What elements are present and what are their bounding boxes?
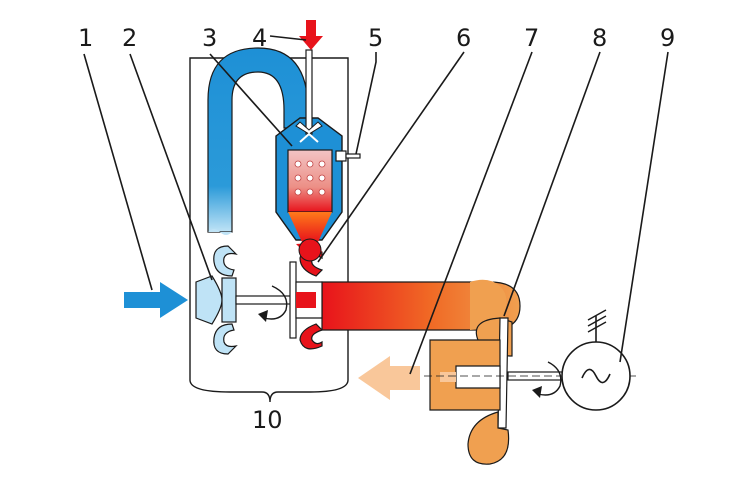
fuel-arrow-icon [299, 20, 323, 50]
compressor [195, 245, 238, 355]
label-9: 9 [660, 24, 675, 52]
spark-plug [335, 150, 361, 162]
sine-wave-icon [581, 368, 611, 384]
label-1: 1 [78, 24, 93, 52]
label-10: 10 [252, 406, 283, 434]
label-8: 8 [592, 24, 607, 52]
air-intake-arrow-icon [124, 282, 188, 318]
hp-turbine [289, 243, 324, 350]
turbine-inlet-scroll [298, 238, 322, 262]
leader-lines [83, 35, 669, 375]
exhaust-scroll [470, 279, 507, 330]
label-3: 3 [202, 24, 217, 52]
combustor-cone [288, 212, 332, 242]
air-wave-edge [208, 229, 232, 235]
generator [561, 309, 631, 411]
output-rotation-arrow-head [532, 386, 542, 398]
combustor-holes [294, 160, 326, 196]
label-2: 2 [122, 24, 137, 52]
compressor-rotation-icon [263, 285, 288, 320]
output-rotation-icon [537, 361, 562, 396]
fuel-injector [295, 49, 323, 143]
label-6: 6 [456, 24, 471, 52]
power-turbine [429, 317, 513, 465]
enclosure-brace [189, 379, 349, 403]
exhaust-arrow-icon [358, 356, 420, 400]
label-4: 4 [252, 24, 267, 52]
label-7: 7 [524, 24, 539, 52]
label-5: 5 [368, 24, 383, 52]
rotation-arrow-head [258, 310, 268, 322]
